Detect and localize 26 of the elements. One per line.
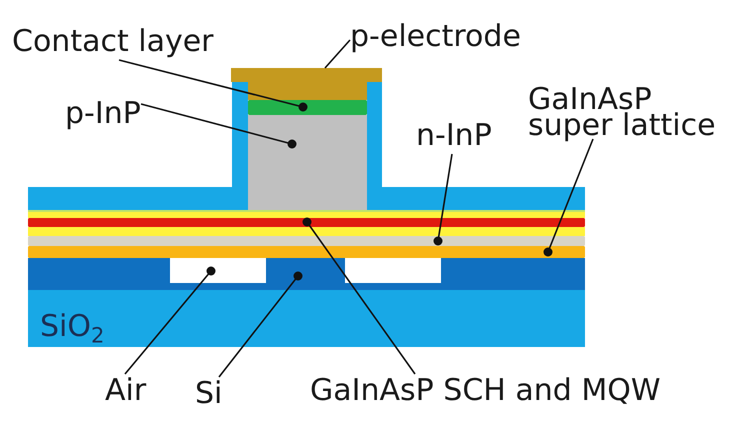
part-label: p-electrode: [350, 20, 521, 54]
part-label: GaInAsP SCH and MQW: [310, 374, 660, 408]
part-label: Contact layer: [12, 25, 214, 60]
part-label: GaInAsP super lattice: [528, 87, 723, 139]
leader-line: [118, 59, 308, 112]
silicon-layer: [28, 258, 585, 290]
air-gap: [170, 258, 266, 283]
part-label: Air: [105, 374, 146, 408]
cladding-layer: [28, 236, 585, 246]
layer-label: SiO$_{2}$: [40, 310, 104, 344]
superlattice-layer: [28, 246, 585, 258]
ridge-core: [248, 115, 367, 210]
leader-line: [324, 39, 351, 69]
part-label: p-InP: [65, 97, 141, 132]
leader-line: [124, 266, 216, 375]
leader-line: [434, 154, 453, 246]
leader-line: [140, 103, 296, 148]
leader-line: [218, 272, 302, 378]
part-label: n-InP: [416, 119, 492, 154]
part-label: Si: [195, 377, 222, 412]
oxide-layer: [28, 290, 585, 347]
electrode-layer: [231, 68, 382, 100]
leader-line: [302, 218, 416, 374]
active-layer: [28, 218, 585, 227]
leader-line: [544, 138, 594, 256]
contact-layer: [248, 100, 367, 115]
